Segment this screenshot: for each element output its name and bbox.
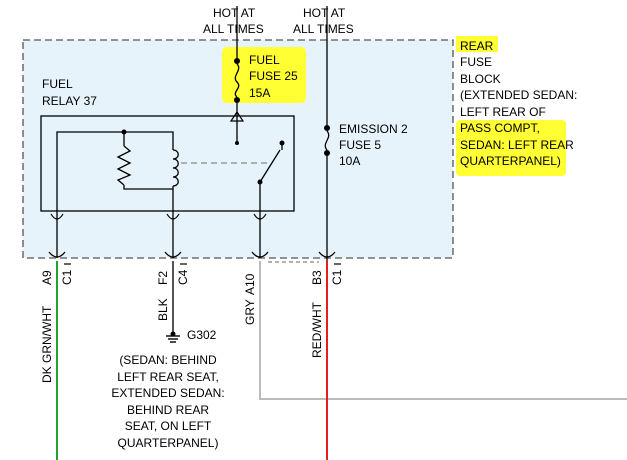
block-label-line2: FUSE — [460, 55, 492, 69]
ground-location-line2: LEFT REAR SEAT, — [117, 370, 219, 384]
supply-left-line1: HOT AT — [213, 6, 256, 20]
pin-b3-label: B3 — [310, 270, 324, 285]
emission-fuse-line3: 10A — [339, 154, 360, 168]
wire-gry-label: GRY — [243, 299, 257, 325]
block-label-highlight-2 — [456, 120, 566, 176]
ground-location-line3: EXTENDED SEDAN: — [111, 386, 224, 400]
fuel-fuse-line1: FUEL — [249, 53, 280, 67]
wire-red-wht-label: RED/WHT — [310, 301, 324, 358]
block-label-highlight-1 — [456, 36, 498, 52]
block-label-line1: REAR — [460, 39, 494, 53]
relay-switch-contact — [235, 141, 239, 145]
block-label-line6: PASS COMPT, — [460, 121, 540, 135]
relay-switch-arrow — [229, 110, 245, 122]
fuel-fuse-line3: 15A — [249, 86, 270, 100]
supply-right-line1: HOT AT — [303, 6, 346, 20]
fuel-relay-box — [40, 115, 295, 212]
emission-fuse-line2: FUSE 5 — [339, 138, 381, 152]
wire-dk-grn-wht-label: DK GRN/WHT — [40, 305, 54, 383]
ground-location-line1: (SEDAN: BEHIND — [119, 353, 217, 367]
block-label-line5: LEFT REAR OF — [460, 105, 546, 119]
relay-pin-connector-1 — [50, 213, 64, 220]
conn-c1-c-label: C1 — [330, 269, 344, 285]
relay-label-line2: RELAY 37 — [42, 94, 97, 108]
relay-pin-connector-3 — [253, 213, 267, 220]
fuel-fuse-symbol — [234, 58, 240, 103]
pin-a9-label: A9 — [40, 270, 54, 285]
wire-gry — [259, 261, 627, 400]
block-label-line3: BLOCK — [460, 72, 501, 86]
conn-c1-a-label: C1 — [60, 269, 74, 285]
pin-f2-label: F2 — [156, 271, 170, 285]
relay-junction-dot — [121, 129, 127, 135]
block-connector-b3 — [318, 251, 336, 258]
supply-right-line2: ALL TIMES — [293, 22, 354, 36]
fuel-fuse-highlight — [222, 47, 306, 103]
ground-location-line6: QUARTERPANEL) — [118, 436, 219, 450]
ground-label: G302 — [187, 328, 217, 342]
pin-a10-label: A10 — [243, 273, 257, 295]
ground-location-line5: SEAT, ON LEFT — [125, 419, 212, 433]
relay-label-line1: FUEL — [42, 77, 73, 91]
relay-switch-blade — [259, 149, 281, 183]
block-label-line8: QUARTERPANEL) — [460, 154, 561, 168]
wire-blk-label: BLK — [156, 298, 170, 321]
emission-fuse-line1: EMISSION 2 — [339, 122, 408, 136]
block-label-line7: SEDAN: LEFT REAR — [460, 138, 574, 152]
fuel-fuse-line2: FUSE 25 — [249, 69, 298, 83]
supply-left-line2: ALL TIMES — [203, 22, 264, 36]
ground-icon — [166, 330, 180, 343]
conn-c4-label: C4 — [176, 269, 190, 285]
relay-pin-connector-2 — [166, 213, 180, 220]
ground-location-line4: BEHIND REAR — [127, 403, 209, 417]
block-label-line4: (EXTENDED SEDAN: — [460, 88, 577, 102]
